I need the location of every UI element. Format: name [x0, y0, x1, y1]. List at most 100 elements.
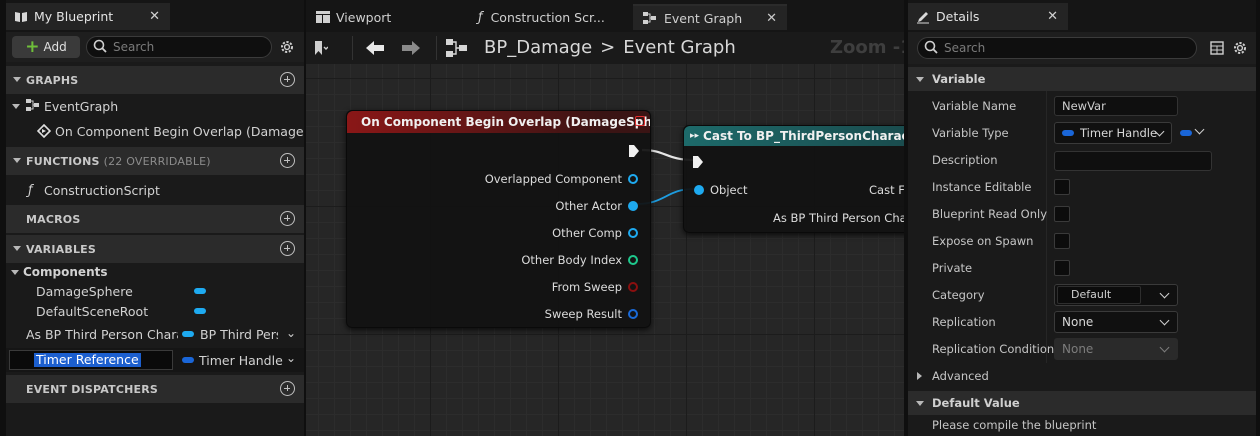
section-graphs[interactable]: GRAPHS — [6, 66, 304, 94]
struct-pin-icon[interactable] — [628, 309, 638, 319]
collapse-arrow-icon[interactable] — [13, 158, 21, 163]
variable-category-components[interactable]: Components — [6, 262, 304, 282]
blueprint-read-only-checkbox[interactable] — [1054, 206, 1070, 222]
variable-name-field[interactable]: NewVar — [1054, 96, 1178, 116]
section-default-value[interactable]: Default Value — [908, 391, 1256, 415]
collapse-arrow-icon[interactable] — [13, 77, 21, 82]
variable-item-selected[interactable]: Timer Reference Timer Handle ⌄ — [6, 348, 304, 372]
container-type-pill-icon[interactable] — [1180, 130, 1192, 136]
cast-node-header[interactable]: ▸▸ Cast To BP_ThirdPersonCharacter — [684, 126, 904, 146]
add-function-icon[interactable] — [280, 153, 295, 168]
expand-arrow-icon[interactable] — [11, 270, 19, 275]
category-text-field[interactable]: Default — [1057, 286, 1141, 304]
gear-icon[interactable] — [279, 39, 295, 55]
pin-label: Other Actor — [555, 199, 622, 213]
search-input[interactable]: Search — [86, 36, 272, 58]
section-advanced[interactable]: Advanced — [908, 364, 1256, 388]
search-placeholder: Search — [944, 41, 986, 55]
variable-item[interactable]: DamageSphere — [6, 281, 304, 301]
tab-construction-script[interactable]: ƒ Construction Scr... — [468, 4, 630, 30]
forward-arrow-icon[interactable] — [400, 40, 422, 56]
pin-cast-failed[interactable]: Cast Fa — [869, 183, 904, 197]
tab-details[interactable]: Details ✕ — [908, 3, 1068, 30]
tab-event-graph[interactable]: Event Graph ✕ — [633, 4, 787, 30]
exec-out-pin-icon[interactable] — [628, 144, 640, 158]
close-icon[interactable]: ✕ — [1047, 9, 1058, 24]
compile-note: Please compile the blueprint — [932, 418, 1097, 432]
event-node-header[interactable]: On Component Begin Overlap (DamageSphere… — [347, 111, 650, 133]
section-event-dispatchers[interactable]: EVENT DISPATCHERS — [6, 375, 304, 403]
gear-icon[interactable] — [1232, 40, 1248, 56]
variable-type-pill-icon — [182, 357, 194, 363]
pin-other-body-index[interactable]: Other Body Index — [521, 253, 638, 267]
property-column-divider — [1046, 91, 1047, 363]
private-checkbox[interactable] — [1054, 260, 1070, 276]
chevron-down-icon[interactable]: ⌄ — [286, 326, 297, 340]
event-node-begin-overlap[interactable]: On Component Begin Overlap (DamageSphere… — [346, 110, 651, 328]
boolean-pin-icon[interactable] — [628, 282, 638, 292]
zoom-level: Zoom -1 — [830, 37, 904, 58]
breadcrumb-blueprint[interactable]: BP_Damage — [484, 37, 593, 58]
object-pin-icon[interactable] — [628, 228, 638, 238]
category-combo[interactable]: Default — [1054, 284, 1178, 306]
tab-my-blueprint[interactable]: My Blueprint ✕ — [6, 3, 170, 30]
event-diamond-icon — [37, 124, 51, 138]
function-icon: ƒ — [478, 9, 483, 25]
close-icon[interactable]: ✕ — [766, 10, 777, 26]
tab-viewport[interactable]: Viewport — [306, 4, 456, 30]
details-search-input[interactable]: Search — [917, 37, 1197, 59]
collapse-arrow-icon[interactable] — [13, 246, 21, 251]
object-pin-icon[interactable] — [628, 201, 638, 211]
section-functions-label: FUNCTIONS — [26, 154, 100, 168]
section-macros[interactable]: MACROS — [6, 205, 304, 233]
variable-item[interactable]: DefaultSceneRoot — [6, 301, 304, 321]
description-field[interactable] — [1054, 151, 1212, 171]
expand-arrow-icon[interactable] — [12, 104, 20, 109]
section-functions[interactable]: FUNCTIONS (22 OVERRIDABLE) — [6, 147, 304, 175]
pin-as-bp-third-person[interactable]: As BP Third Person Charac — [773, 211, 904, 225]
section-variables[interactable]: VARIABLES — [6, 235, 304, 263]
search-icon — [93, 39, 107, 53]
section-functions-count: (22 OVERRIDABLE) — [103, 154, 211, 168]
delegate-icon[interactable] — [635, 116, 645, 126]
chevron-down-icon[interactable] — [1194, 124, 1205, 135]
object-pin-icon[interactable] — [628, 174, 638, 184]
tree-item-eventgraph[interactable]: EventGraph — [6, 96, 304, 116]
pin-from-sweep[interactable]: From Sweep — [552, 280, 638, 294]
pin-other-comp[interactable]: Other Comp — [552, 226, 638, 240]
collapse-arrow-icon[interactable] — [916, 77, 924, 82]
section-variable[interactable]: Variable — [908, 67, 1256, 91]
tree-item-constructionscript[interactable]: ƒ ConstructionScript — [6, 180, 304, 200]
replication-condition-dropdown[interactable]: None — [1054, 338, 1178, 360]
breadcrumb-graph[interactable]: Event Graph — [623, 37, 736, 58]
pin-object[interactable]: Object — [694, 183, 747, 197]
collapse-arrow-icon[interactable] — [916, 401, 924, 406]
pin-overlapped-component[interactable]: Overlapped Component — [485, 172, 638, 186]
chevron-down-icon[interactable]: ⌄ — [286, 351, 297, 365]
variable-type-dropdown[interactable]: Timer Handle — [1054, 122, 1172, 144]
add-macro-icon[interactable] — [280, 211, 295, 226]
expose-on-spawn-checkbox[interactable] — [1054, 233, 1070, 249]
pin-sweep-result[interactable]: Sweep Result — [545, 307, 638, 321]
table-view-icon[interactable] — [1210, 41, 1224, 55]
integer-pin-icon[interactable] — [628, 255, 638, 265]
add-graph-icon[interactable] — [280, 72, 295, 87]
object-pin-icon[interactable] — [694, 185, 704, 195]
instance-editable-checkbox[interactable] — [1054, 179, 1070, 195]
back-arrow-icon[interactable] — [364, 40, 386, 56]
add-event-dispatcher-icon[interactable] — [280, 381, 295, 396]
close-icon[interactable]: ✕ — [149, 9, 160, 24]
add-variable-icon[interactable] — [280, 241, 295, 256]
variable-item[interactable]: As BP Third Person Chara BP Third Pers ⌄ — [6, 324, 304, 344]
pin-other-actor[interactable]: Other Actor — [555, 199, 638, 213]
bookmark-icon[interactable] — [314, 40, 328, 56]
replication-dropdown[interactable]: None — [1054, 311, 1178, 333]
add-button[interactable]: + Add — [12, 36, 80, 58]
expand-arrow-icon[interactable] — [917, 372, 922, 380]
exec-in-pin-icon[interactable] — [692, 155, 704, 169]
rename-field[interactable]: Timer Reference — [9, 350, 173, 370]
cast-node[interactable]: ▸▸ Cast To BP_ThirdPersonCharacter Objec… — [683, 125, 904, 233]
left-tab-bar: My Blueprint ✕ — [6, 0, 304, 32]
prop-label-private: Private — [932, 261, 973, 275]
tree-item-event-node[interactable]: On Component Begin Overlap (DamageSphe — [6, 121, 304, 141]
